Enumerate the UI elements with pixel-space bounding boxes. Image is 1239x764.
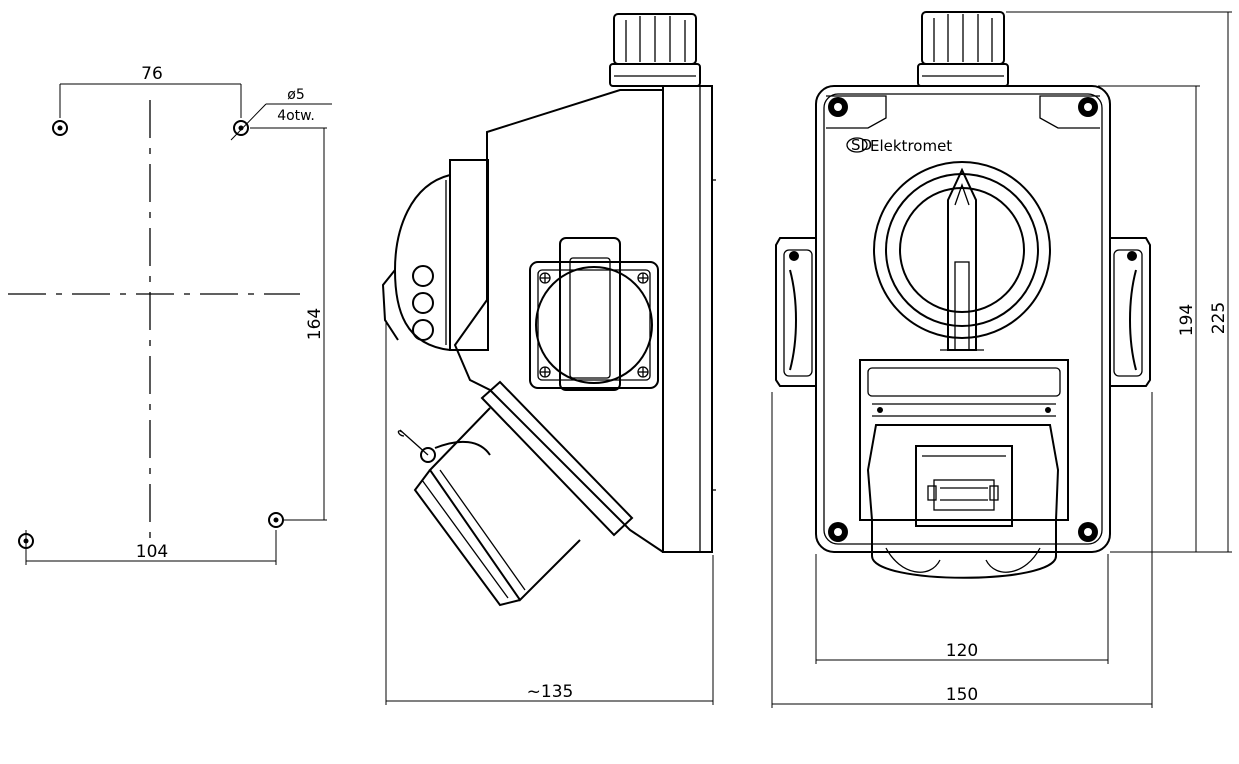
dimension-150-label: 150: [946, 685, 978, 705]
front-right-side-socket: [1110, 237, 1151, 387]
side-schuko-socket: [529, 237, 659, 391]
side-angled-socket: [397, 380, 634, 607]
dimension-76: 76: [59, 64, 242, 118]
dimension-225-label: 225: [1209, 302, 1229, 334]
side-housing-outline: [453, 89, 664, 553]
dimension-225: 225: [1006, 11, 1232, 553]
dimension-120: 120: [815, 554, 1109, 664]
svg-text:SD: SD: [851, 136, 872, 154]
brand-logo: SD Elektromet: [846, 136, 952, 155]
dimension-135-label: ~135: [527, 682, 574, 702]
mounting-hole-top-left: [52, 120, 68, 136]
dimension-76-label: 76: [141, 64, 163, 84]
side-cable-gland: [609, 13, 701, 87]
front-cable-gland: [917, 11, 1009, 87]
side-switch-knob: [381, 159, 489, 351]
dimension-164-label: 164: [305, 308, 325, 340]
mounting-hole-bottom-right: [268, 512, 284, 528]
hole-diameter-label: ø5: [287, 87, 304, 103]
hole-callout: ø5 4otw.: [230, 87, 332, 141]
brand-name: Elektromet: [870, 137, 952, 155]
mounting-pattern: 76 ø5 4otw. 164 104: [8, 64, 332, 565]
mounting-hole-top-right: [233, 120, 249, 136]
front-corner-screws: [828, 97, 1098, 542]
side-mount-plate: [662, 85, 713, 553]
front-left-side-socket: [775, 237, 816, 387]
dimension-104: 104: [25, 530, 277, 565]
dimension-194-label: 194: [1177, 304, 1197, 336]
dimension-150: 150: [771, 392, 1153, 708]
dimension-164: 164: [250, 127, 327, 521]
hole-count-label: 4otw.: [277, 108, 315, 124]
front-view: SD Elektromet: [771, 11, 1232, 708]
dimension-135: ~135: [385, 320, 714, 705]
front-industrial-socket: [859, 359, 1069, 579]
rotary-switch: [873, 161, 1051, 351]
front-enclosure: [815, 85, 1111, 553]
dimension-120-label: 120: [946, 641, 978, 661]
switch-handle: [947, 167, 977, 351]
side-view: ~135: [381, 13, 716, 705]
dimension-104-label: 104: [136, 542, 168, 562]
